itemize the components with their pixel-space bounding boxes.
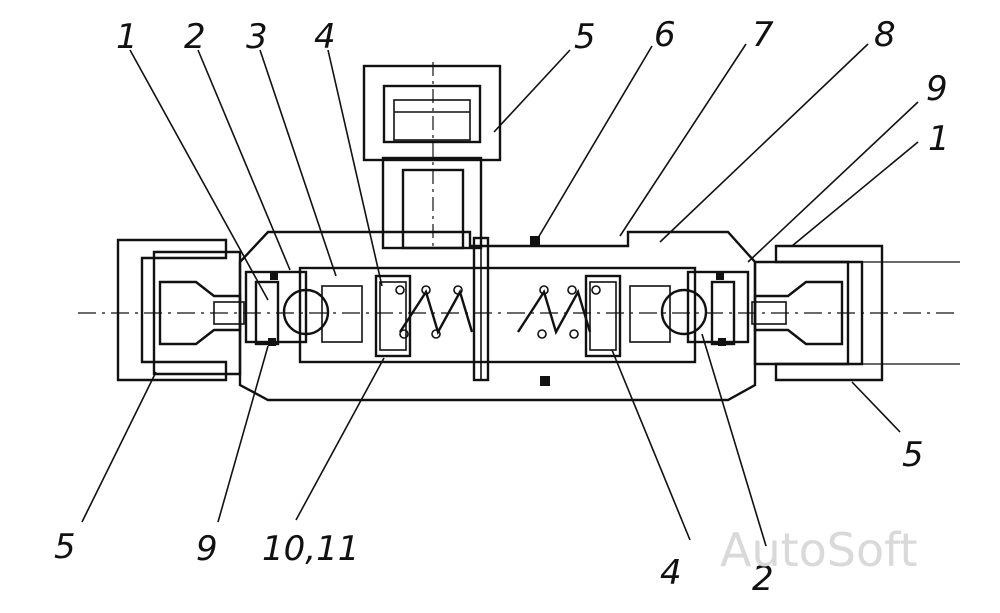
left-check-ball [282,288,330,336]
left-spring [395,285,474,339]
callout-top-8: 8 [874,15,896,55]
left-protective-cap [116,238,228,382]
callout-right-9: 9 [926,69,948,109]
right-piston [584,274,622,358]
left-valve-seat [254,280,363,346]
callout-bottom-10-11: 10,11 [262,529,359,569]
callout-labels: 1 2 3 4 5 6 7 8 9 1 5 5 9 10,11 4 2 [54,15,950,599]
callout-top-5: 5 [574,17,596,57]
right-spring [516,285,601,339]
right-protective-cap [774,244,884,382]
leader-lines [81,43,919,547]
left-piston [374,274,412,358]
right-check-ball [660,288,708,336]
outlet-neck [381,62,483,250]
callout-right-1: 1 [928,119,950,159]
callout-bottom-5: 5 [54,527,76,567]
callout-top-4: 4 [314,17,336,57]
callout-top-2: 2 [184,17,206,57]
callout-top-3: 3 [246,17,268,57]
callout-top-6: 6 [654,15,676,55]
left-fitting [152,250,245,376]
central-divider [472,236,490,382]
callout-top-7: 7 [752,15,774,55]
watermark: AutoSoft [720,523,918,577]
callout-bottom-4: 4 [660,553,682,593]
callout-right-5: 5 [902,435,924,475]
right-fitting [751,260,850,366]
top-protective-cap [362,64,502,162]
callout-bottom-2: 2 [752,559,774,599]
valve-body [238,230,757,402]
callout-bottom-9: 9 [196,529,218,569]
callout-top-1: 1 [116,17,138,57]
o-ring-seals [268,236,726,386]
